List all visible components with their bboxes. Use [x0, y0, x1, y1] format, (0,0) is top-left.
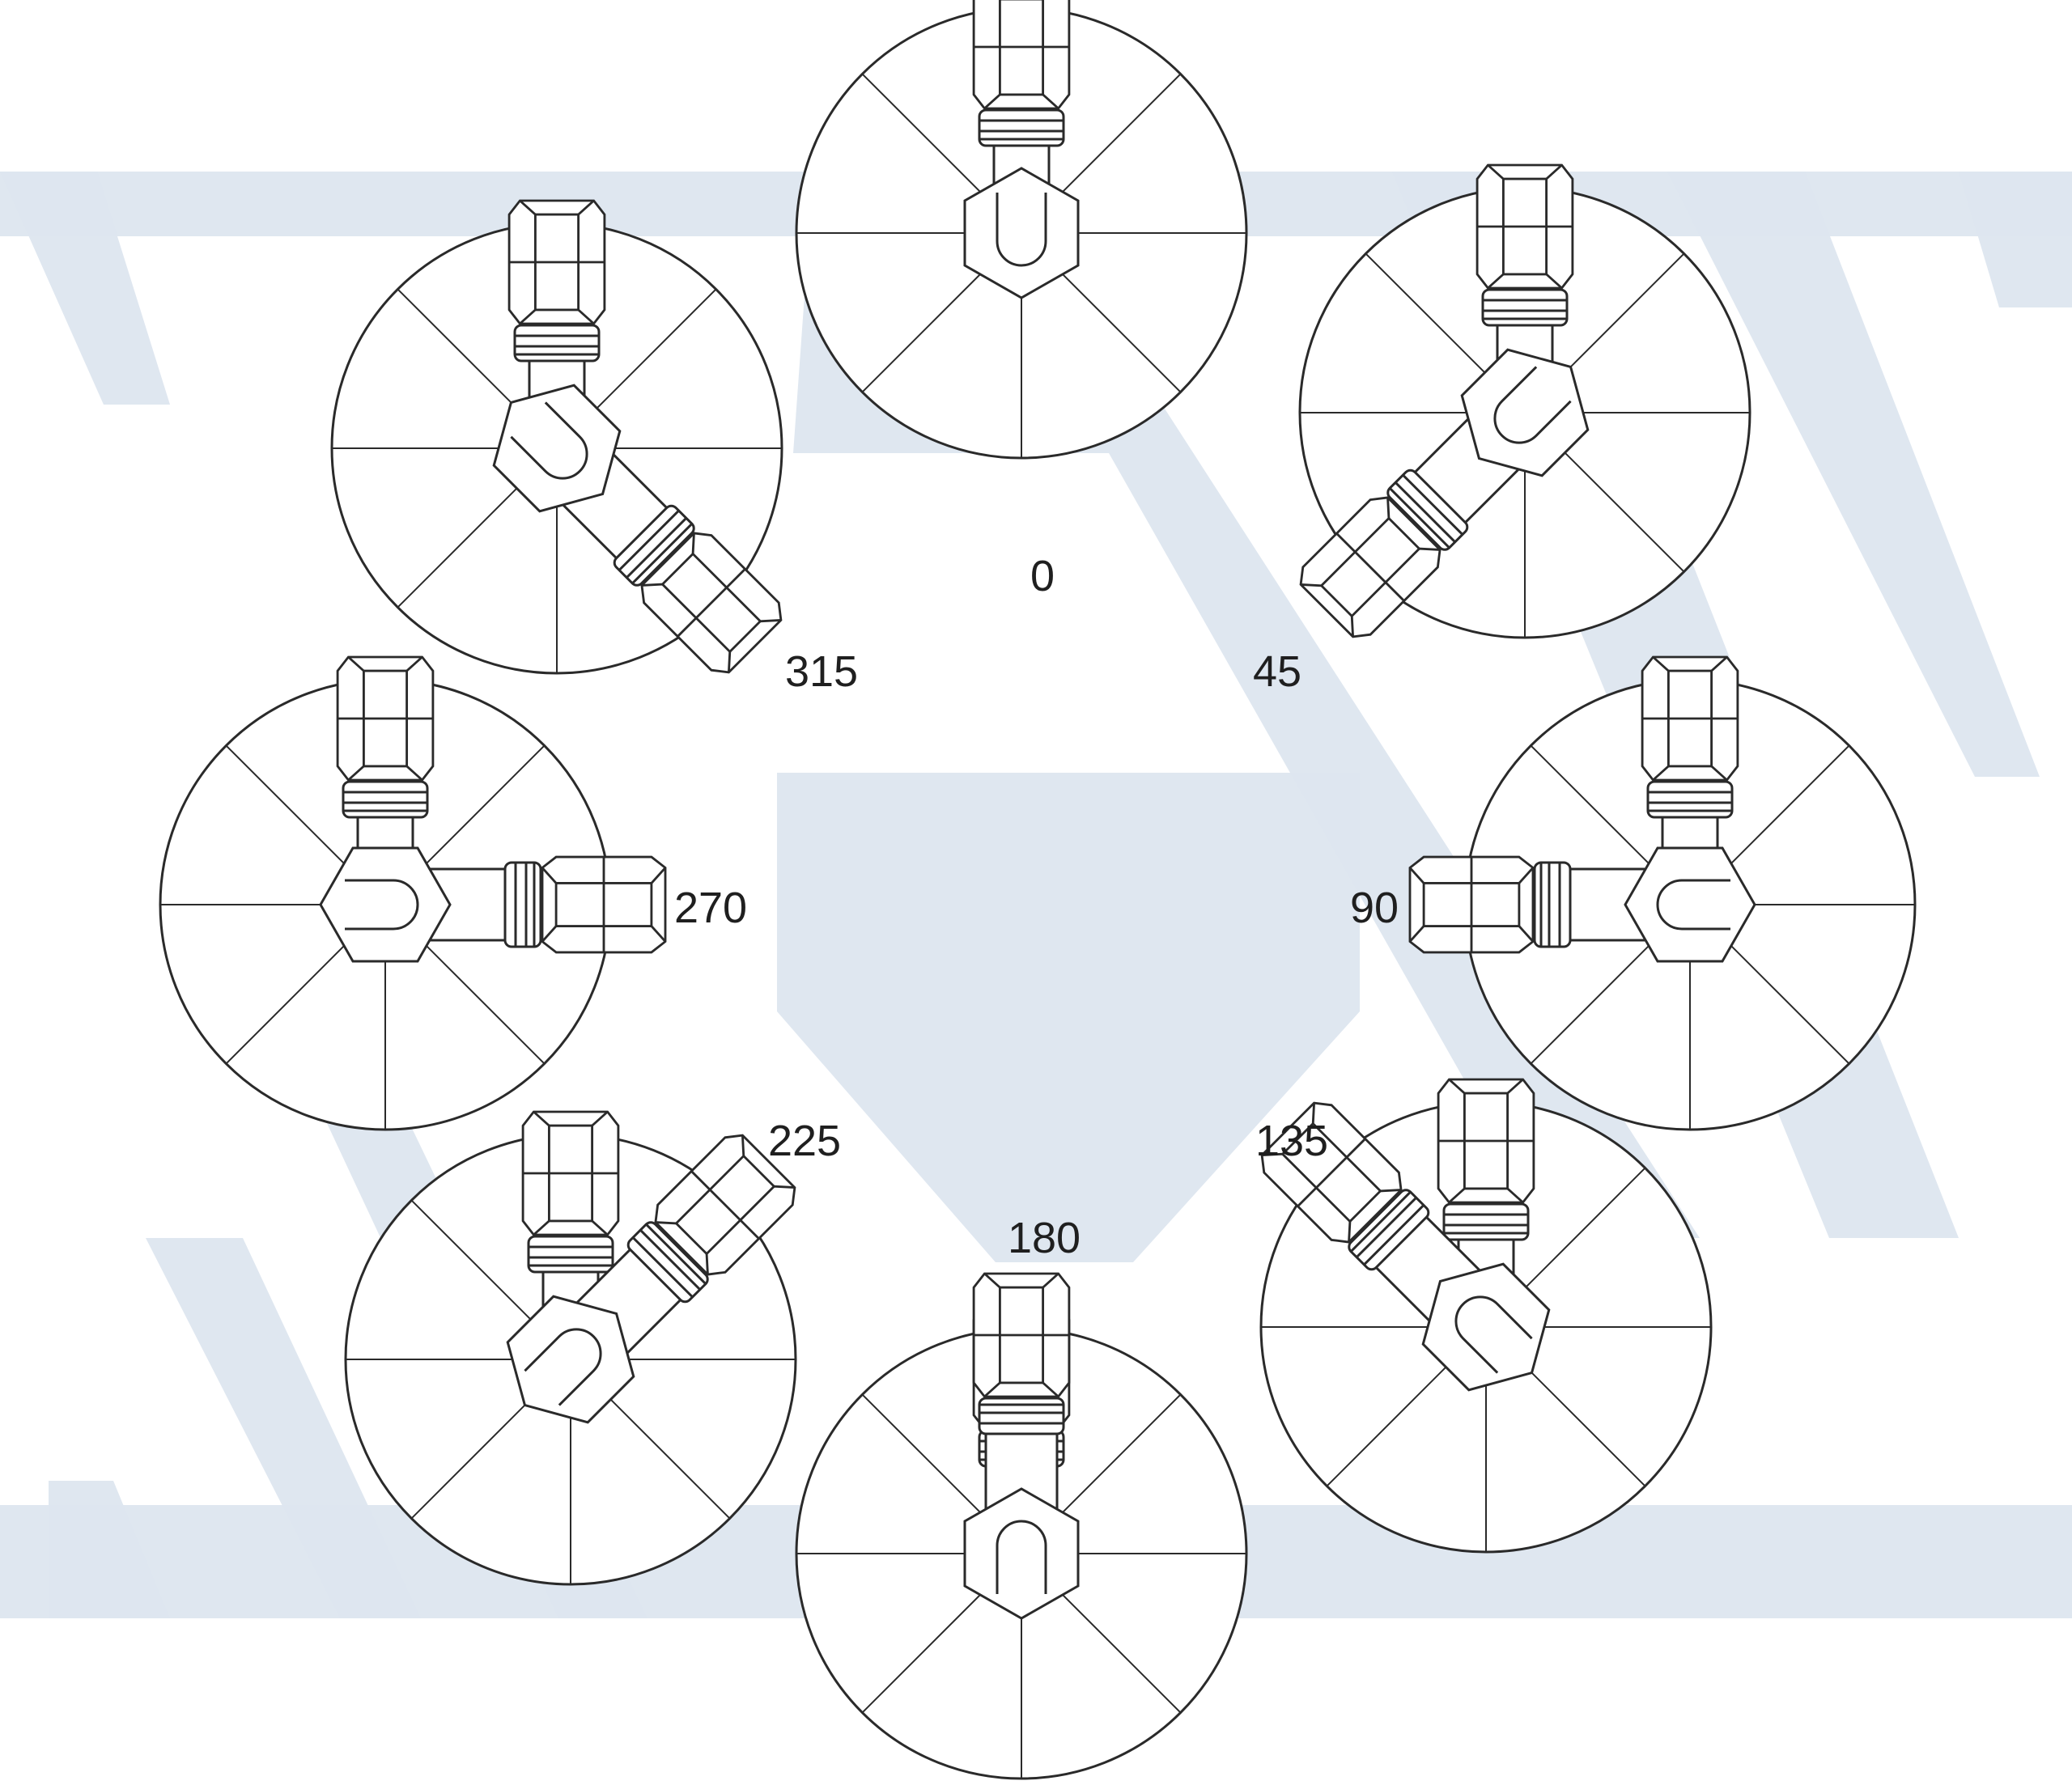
fitting-hex-body	[319, 846, 452, 963]
watermark-shape	[1667, 172, 2040, 777]
fitting-hex-body	[1624, 846, 1756, 963]
fitting-hex-body	[963, 167, 1080, 299]
fitting-collar	[527, 1235, 614, 1274]
fitting-hex-body	[492, 384, 622, 513]
dial-135	[1253, 1078, 1713, 1554]
fitting-hex-body	[1460, 348, 1590, 477]
angle-label-90: 90	[1350, 884, 1399, 932]
dial-225	[344, 1110, 804, 1586]
angle-label-180: 180	[1008, 1214, 1081, 1262]
fitting-collar	[1442, 1202, 1530, 1241]
fitting-collar	[978, 1397, 1065, 1435]
angle-label-0: 0	[1030, 552, 1055, 600]
fitting-icon	[1408, 655, 1756, 963]
fitting-nut	[1475, 163, 1574, 290]
dial-0	[795, 0, 1248, 460]
fitting-eye	[510, 401, 588, 480]
fitting-icon	[1292, 163, 1590, 646]
fitting-nut	[541, 855, 667, 954]
dial-90	[1408, 655, 1917, 1131]
fitting-nut	[1641, 655, 1739, 782]
fitting-collar	[1481, 288, 1569, 327]
fitting-icon	[319, 655, 667, 963]
angle-label-270: 270	[674, 884, 747, 932]
fitting-icon	[506, 1110, 804, 1424]
fitting-eye	[1656, 879, 1730, 931]
fitting-eye	[345, 879, 419, 931]
fitting-icon	[963, 1272, 1080, 1620]
fitting-nut	[1408, 855, 1535, 954]
fitting-nut	[521, 1110, 620, 1236]
dial-270	[159, 655, 667, 1131]
fitting-collar	[1646, 780, 1734, 819]
fitting-collar	[503, 861, 542, 948]
angle-label-315: 315	[785, 647, 858, 696]
watermark-shape	[777, 773, 1360, 1011]
fitting-nut	[507, 199, 606, 325]
fitting-hex-body	[963, 1487, 1080, 1620]
fitting-collar	[978, 108, 1065, 147]
fitting-eye	[524, 1328, 602, 1406]
angle-label-45: 45	[1253, 647, 1301, 696]
fitting-icon	[492, 199, 790, 681]
watermark-shape	[0, 172, 170, 405]
dial-180	[795, 1272, 1248, 1780]
angle-label-225: 225	[768, 1117, 841, 1165]
watermark-shape	[1959, 172, 2072, 307]
fitting-collar	[513, 324, 601, 363]
fitting-nut	[972, 0, 1071, 110]
fitting-hex-body	[1421, 1262, 1551, 1392]
fitting-icon	[963, 0, 1080, 299]
fitting-nut	[1437, 1078, 1535, 1204]
fitting-icon	[1253, 1078, 1551, 1392]
watermark-shape	[777, 1011, 1360, 1262]
dial-45	[1292, 163, 1751, 646]
angle-label-135: 135	[1255, 1117, 1328, 1165]
fitting-hex-body	[506, 1295, 635, 1424]
fitting-nut	[336, 655, 435, 782]
fitting-eye	[1493, 366, 1572, 444]
fitting-eye	[996, 1520, 1047, 1594]
fitting-nut	[972, 1272, 1071, 1398]
fitting-collar	[1533, 861, 1572, 948]
dial-315	[330, 199, 790, 681]
fitting-collar	[342, 780, 429, 819]
fitting-eye	[1454, 1295, 1533, 1374]
fitting-eye	[996, 193, 1047, 267]
